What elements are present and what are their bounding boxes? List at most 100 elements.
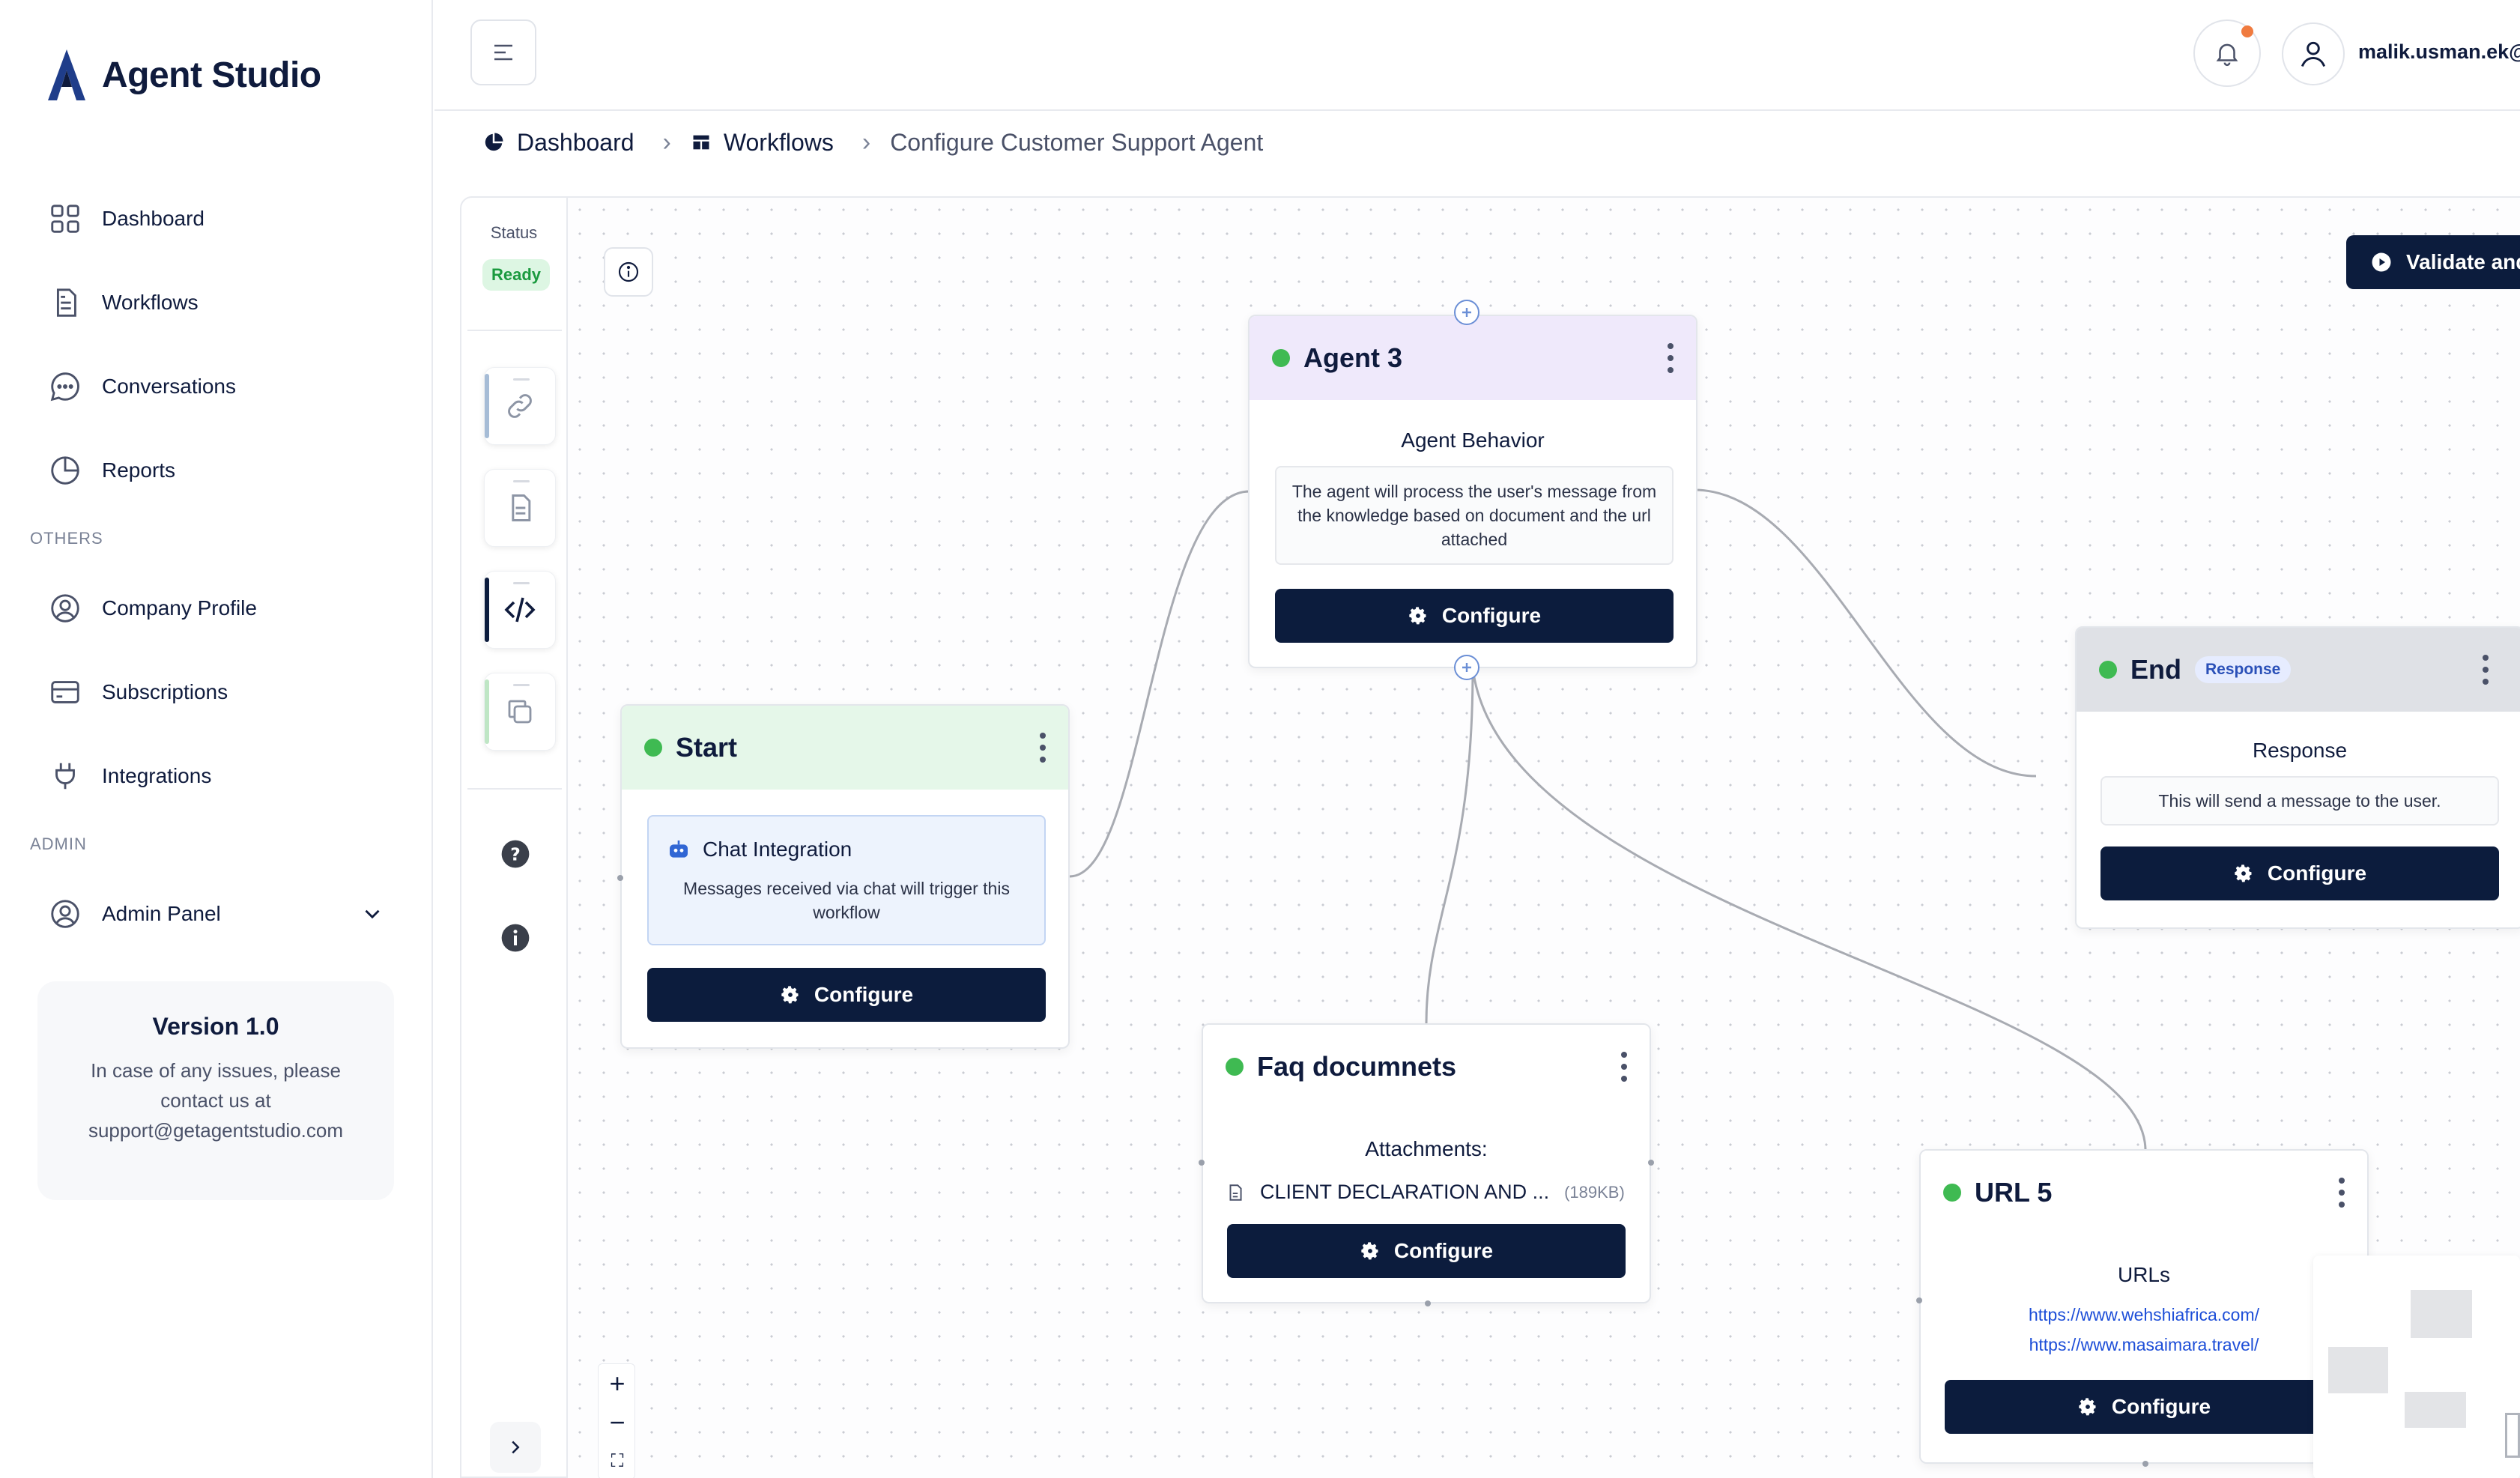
canvas-info-button[interactable] [604, 247, 653, 297]
link-icon [508, 394, 532, 418]
node-url[interactable]: URL 5 URLs https://www.wehshiafrica.com/… [1916, 1149, 2369, 1467]
breadcrumb-dashboard[interactable]: Dashboard [482, 129, 634, 157]
tool-document-node[interactable] [484, 469, 556, 547]
configure-button[interactable]: Configure [1945, 1380, 2343, 1434]
configure-button[interactable]: Configure [647, 968, 1046, 1022]
menu-toggle-button[interactable] [470, 19, 536, 85]
user-avatar-button[interactable] [2282, 22, 2345, 85]
node-start[interactable]: Start Chat Integration Messages received… [617, 704, 1070, 1049]
node-agent[interactable]: Agent 3 Agent Behavior The agent will pr… [1248, 315, 1697, 668]
document-icon [512, 494, 531, 521]
bottom-port[interactable] [1425, 1300, 1431, 1306]
input-port[interactable] [1916, 1297, 1922, 1303]
sidebar-item-label: Integrations [102, 764, 212, 787]
sidebar-item-label: Admin Panel [102, 902, 221, 925]
tool-code-node[interactable] [484, 571, 556, 649]
user-email[interactable]: malik.usman.ek@ [2358, 40, 2520, 63]
sidebar-item-workflows[interactable]: Workflows [48, 280, 199, 325]
edge-agent-end [1694, 488, 2037, 778]
more-options-icon[interactable] [2481, 653, 2490, 686]
configure-label: Configure [1441, 604, 1542, 627]
validate-button[interactable]: Validate and [2346, 235, 2520, 289]
info-icon [618, 261, 639, 282]
trigger-description: Messages received via chat will trigger … [683, 879, 1010, 922]
node-header: Start [622, 706, 1068, 790]
brand[interactable]: Agent Studio [46, 48, 321, 102]
breadcrumb-workflows[interactable]: Workflows [691, 129, 834, 157]
sidebar-item-dashboard[interactable]: Dashboard [48, 196, 205, 241]
node-end[interactable]: End Response Response This will send a m… [2075, 626, 2520, 929]
more-options-icon[interactable] [1620, 1050, 1629, 1083]
zoom-in-button[interactable]: + [609, 1368, 626, 1399]
sidebar-item-subscriptions[interactable]: Subscriptions [48, 670, 228, 715]
tool-link-node[interactable] [484, 367, 556, 445]
sidebar-item-reports[interactable]: Reports [48, 448, 175, 493]
gear-icon [2079, 1398, 2096, 1416]
minimap-node [2405, 1392, 2466, 1428]
edge-agent-faq [1425, 667, 1474, 1024]
edge-agent-url [1471, 667, 2147, 1150]
minimap-node [2328, 1347, 2388, 1393]
help-icon[interactable]: ? [500, 839, 530, 869]
configure-button[interactable]: Configure [1275, 589, 1674, 643]
sidebar-item-conversations[interactable]: Conversations [48, 364, 236, 409]
validate-label: Validate and [2406, 250, 2520, 273]
url-link[interactable]: https://www.masaimara.travel/ [2029, 1335, 2259, 1354]
gear-icon [1361, 1242, 1378, 1260]
trigger-card[interactable]: Chat Integration Messages received via c… [647, 815, 1046, 945]
configure-label: Configure [2267, 861, 2367, 885]
output-port[interactable] [1648, 1160, 1654, 1166]
sidebar-item-company-profile[interactable]: Company Profile [48, 586, 257, 631]
add-node-below-button[interactable] [1454, 655, 1479, 680]
bottom-port[interactable] [2142, 1461, 2148, 1467]
configure-label: Configure [1393, 1239, 1494, 1262]
sidebar-item-integrations[interactable]: Integrations [48, 754, 211, 799]
zoom-out-button[interactable]: − [609, 1407, 626, 1438]
sidebar-item-label: Workflows [102, 291, 199, 314]
configure-button[interactable]: Configure [2100, 846, 2499, 900]
version-card: Version 1.0 In case of any issues, pleas… [37, 981, 394, 1200]
attachment-size: (189KB) [1564, 1182, 1625, 1202]
breadcrumb-current: Configure Customer Support Agent [890, 128, 1264, 156]
more-options-icon[interactable] [1666, 342, 1675, 375]
more-options-icon[interactable] [2337, 1176, 2346, 1209]
more-options-icon[interactable] [1038, 731, 1047, 764]
node-status-dot [1272, 349, 1290, 367]
breadcrumb: Dashboard › Workflows › Configure Custom… [482, 124, 1263, 160]
add-node-above-button[interactable] [1454, 300, 1479, 325]
code-icon [504, 597, 536, 623]
breadcrumb-separator: › [861, 127, 871, 157]
node-header: Agent 3 [1250, 316, 1696, 400]
attachment-item[interactable]: CLIENT DECLARATION AND ... (189KB) [1226, 1181, 1625, 1204]
menu-icon [494, 44, 512, 61]
info-filled-icon[interactable] [500, 923, 530, 953]
fit-view-button[interactable]: ⛶ [611, 1451, 624, 1471]
node-subtitle: Attachments: [1365, 1137, 1488, 1160]
configure-button[interactable]: Configure [1227, 1224, 1626, 1278]
file-icon [1229, 1184, 1242, 1201]
canvas-minimap[interactable] [2313, 1256, 2520, 1478]
gear-icon [2235, 864, 2252, 882]
chat-bubble-icon [50, 372, 79, 402]
minimap-viewport[interactable] [2505, 1413, 2520, 1458]
pie-chart-icon [485, 133, 503, 151]
input-port[interactable] [1199, 1160, 1205, 1166]
node-description: This will send a message to the user. [2100, 776, 2499, 826]
expand-panel-button[interactable] [490, 1422, 541, 1473]
tool-copy-node[interactable] [484, 673, 556, 751]
url-link[interactable]: https://www.wehshiafrica.com/ [2028, 1305, 2260, 1324]
chevron-down-icon[interactable] [360, 901, 385, 927]
node-faq-documents[interactable]: Faq documnets Attachments: CLIENT DECLAR… [1199, 1023, 1654, 1306]
notification-dot [2241, 25, 2253, 37]
user-circle-icon [51, 594, 79, 623]
status-badge: Ready [482, 259, 550, 291]
workflow-canvas[interactable]: Validate and Start Chat Integration Mess… [568, 196, 2520, 1478]
input-port[interactable] [617, 875, 623, 881]
sidebar-item-admin-panel[interactable]: Admin Panel [48, 891, 385, 936]
zoom-controls: + − ⛶ [598, 1363, 635, 1478]
node-status-dot [2099, 661, 2117, 679]
sidebar-item-label: Subscriptions [102, 680, 228, 703]
node-type-badge: Response [2195, 656, 2292, 683]
notifications-button[interactable] [2193, 19, 2261, 87]
trigger-title: Chat Integration [703, 838, 852, 861]
